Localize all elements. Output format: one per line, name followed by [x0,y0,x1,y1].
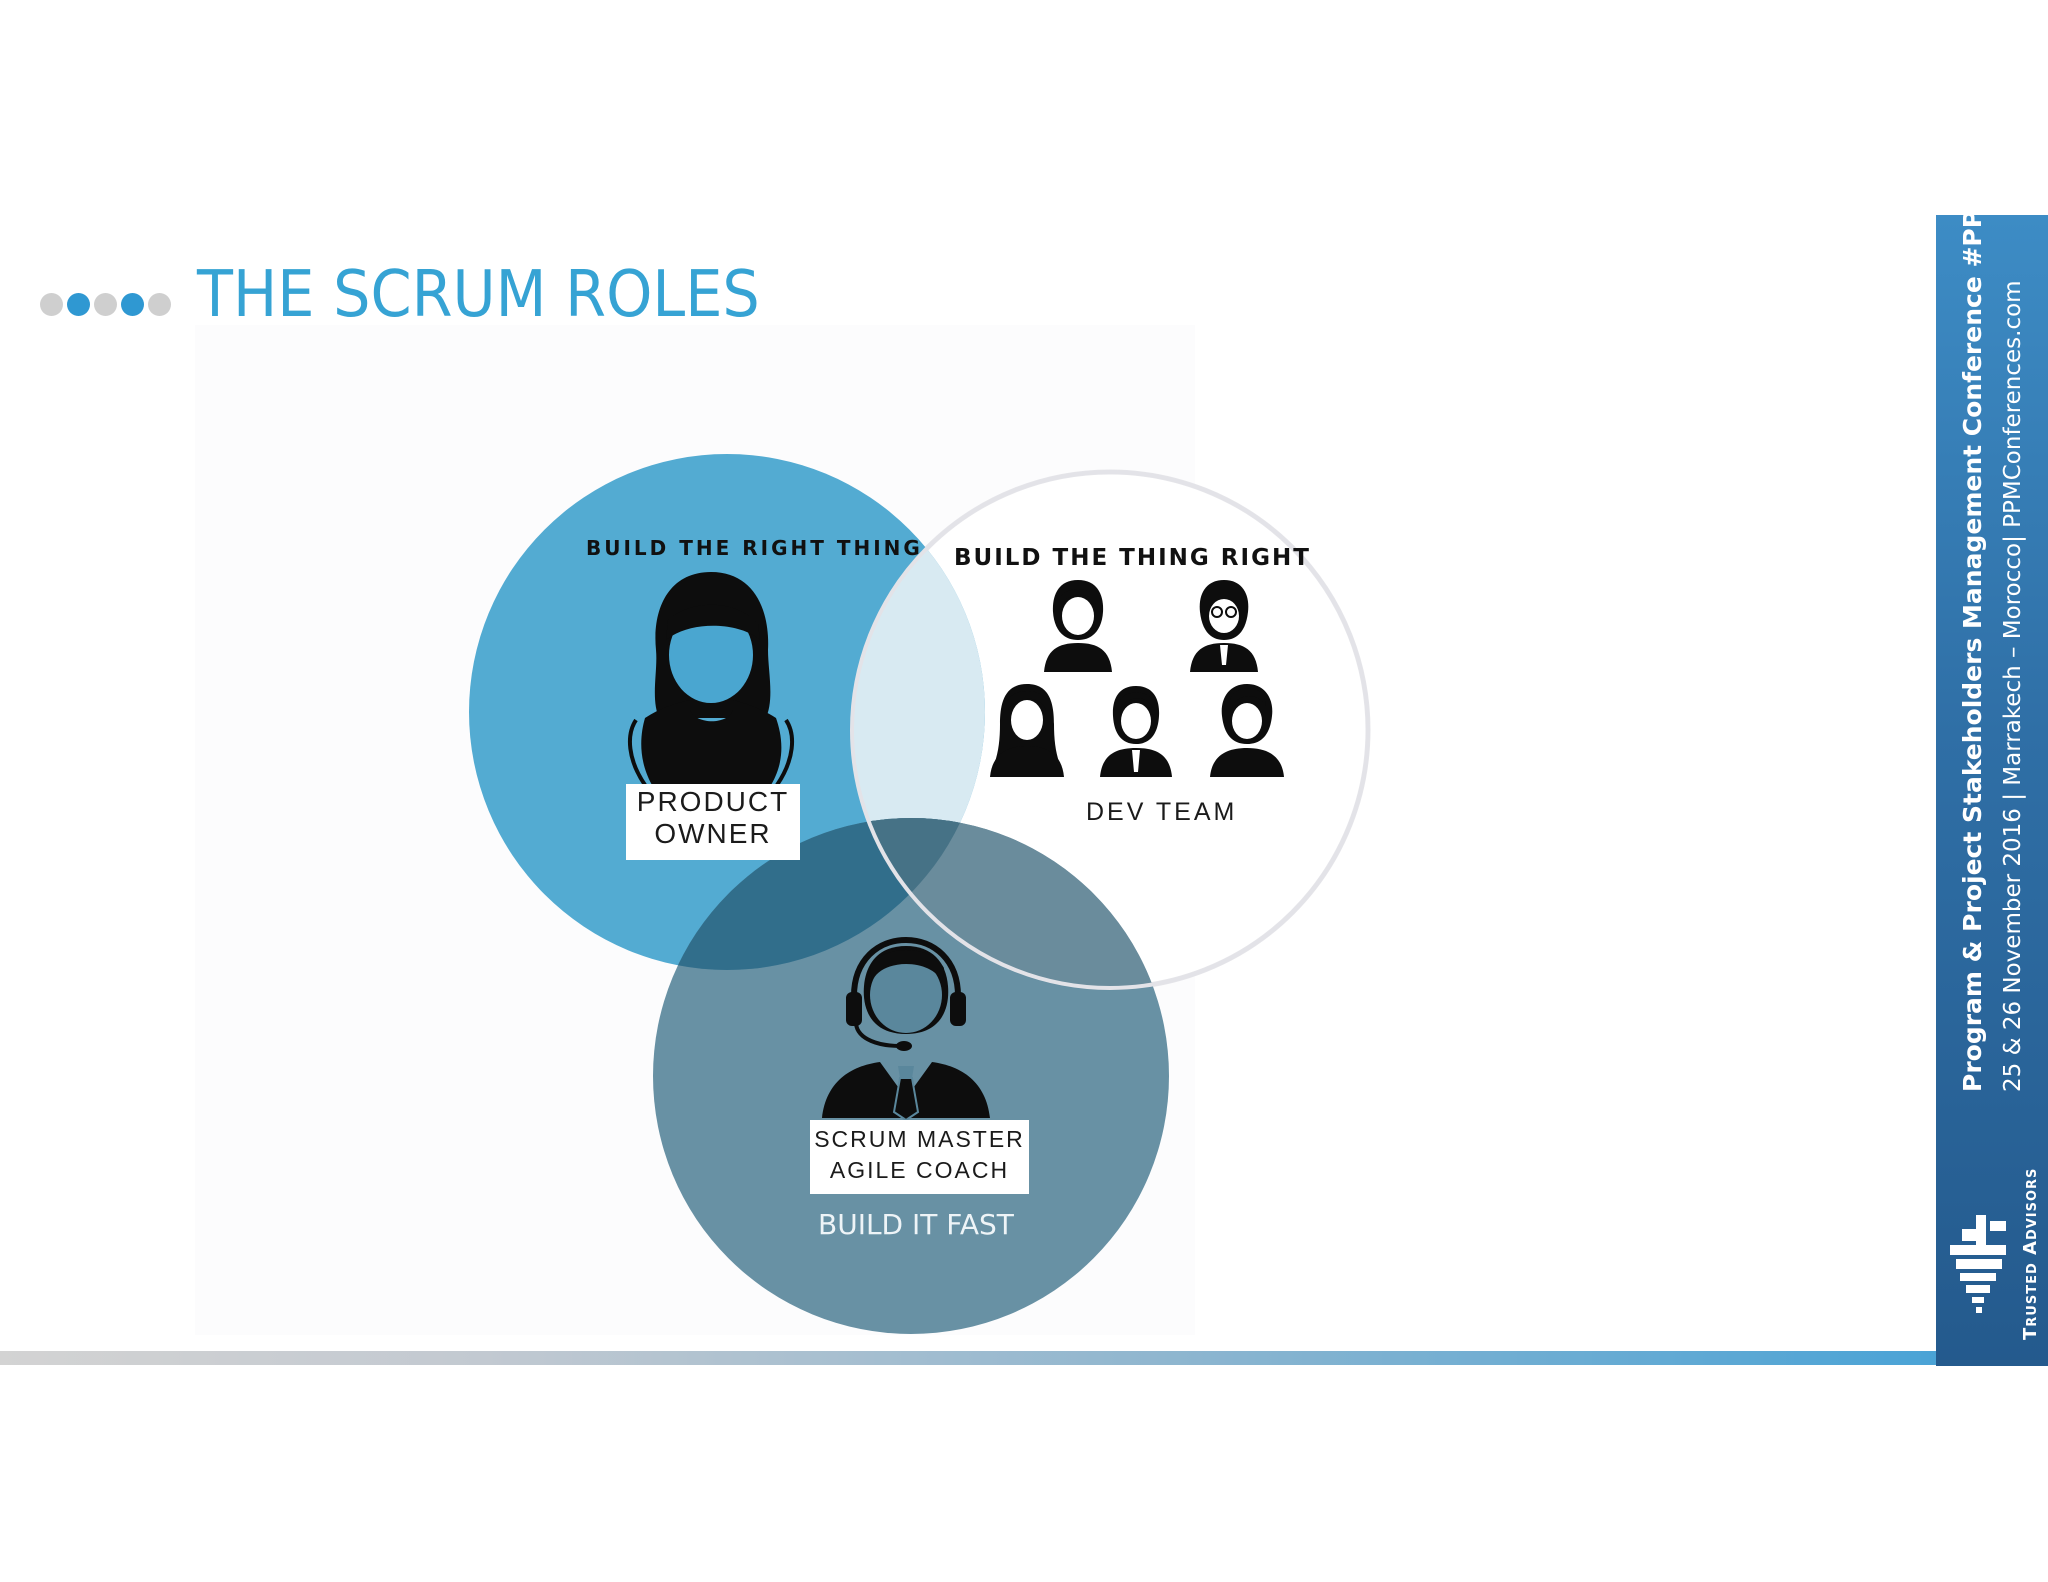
overlap-sm-po [653,818,985,970]
footer-gradient-bar [0,1351,1936,1365]
dev-team-heading: BUILD THE THING RIGHT [954,545,1311,571]
product-owner-label-line2: OWNER [654,818,772,849]
trusted-advisors-logo-text: Trusted Advisors [2020,1167,2041,1340]
product-owner-icon [628,572,794,787]
product-owner-label-line1: PRODUCT [636,786,790,817]
dev-man-casual-icon [1210,684,1284,777]
dev-team-icons [990,580,1284,777]
conference-sidebar: Program & Project Stakeholders Managemen… [1936,115,2048,1366]
dev-team-label: DEV TEAM [1086,798,1238,826]
scrum-master-tagline: BUILD IT FAST [818,1208,1014,1241]
dev-woman-icon [1044,580,1112,672]
trusted-advisors-logo-icon [1950,1215,2006,1313]
product-owner-heading: BUILD THE RIGHT THING [586,536,923,560]
venn-diagram [469,454,1371,1334]
dot-2 [67,293,90,316]
product-owner-label: PRODUCT OWNER [626,784,800,860]
scrum-master-icon [822,936,990,1122]
overlap-sm-dev [852,818,1169,988]
scrum-master-label: SCRUM MASTER AGILE COACH [810,1120,1029,1194]
dot-4 [121,293,144,316]
dev-man-icon [1100,686,1172,777]
progress-dots [40,293,171,316]
dev-man-glasses-icon [1190,580,1258,672]
conference-details: 25 & 26 November 2016 | Marrakech – Moro… [2000,280,2026,1092]
dev-team-circle-outline [850,470,1370,990]
dot-5 [148,293,171,316]
dot-3 [94,293,117,316]
dev-woman-long-hair-icon [990,684,1064,777]
dot-1 [40,293,63,316]
scrum-master-label-line1: SCRUM MASTER [814,1126,1025,1152]
slide-title: THE SCRUM ROLES [197,258,760,332]
scrum-master-label-line2: AGILE COACH [829,1157,1010,1183]
conference-name: Program & Project Stakeholders Managemen… [1958,115,1987,1092]
